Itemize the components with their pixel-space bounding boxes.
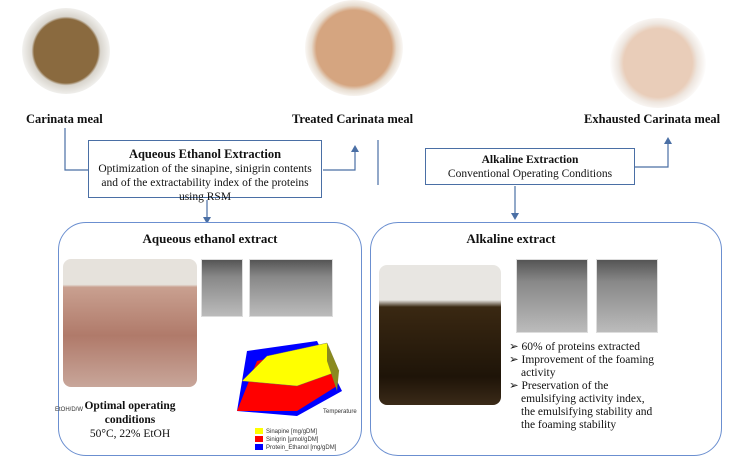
panel-title: Aqueous ethanol extract bbox=[142, 231, 278, 246]
response-surface-plot bbox=[237, 341, 342, 416]
process-desc: Conventional Operating Conditions bbox=[447, 168, 613, 180]
alkaline-results-list: 60% of proteins extracted Improvement of… bbox=[509, 341, 659, 432]
alkaline-extract-beaker-photo bbox=[379, 265, 501, 405]
gel-image bbox=[596, 259, 658, 333]
gel-image bbox=[201, 259, 243, 317]
surface-side bbox=[327, 343, 339, 391]
ethanol-extract-beaker-photo bbox=[63, 259, 197, 387]
process-title: Aqueous Ethanol Extraction bbox=[128, 147, 282, 161]
exhausted-carinata-meal-photo bbox=[610, 18, 706, 108]
gel-image bbox=[249, 259, 333, 317]
sample-label: Treated Carinata meal bbox=[292, 112, 414, 126]
aqueous-ethanol-extraction-box: Aqueous Ethanol Extraction Optimization … bbox=[88, 140, 322, 203]
legend-swatch bbox=[255, 436, 263, 443]
process-title: Alkaline Extraction bbox=[481, 154, 579, 166]
alkaline-extract-panel: Alkaline extract 60% of proteins extract… bbox=[370, 222, 722, 456]
legend-item: Sinapine [mg/gDM] bbox=[266, 429, 318, 435]
list-item: Preservation of the emulsifying activity… bbox=[509, 380, 659, 432]
conditions-value: 50°C, 22% EtOH bbox=[89, 428, 171, 440]
x-axis-label: EtOH/D/W bbox=[55, 407, 83, 413]
legend-swatch bbox=[255, 428, 263, 435]
aqueous-ethanol-extract-panel: Aqueous ethanol extract EtOH/D/W Tempera… bbox=[55, 222, 362, 456]
panel-title: Alkaline extract bbox=[466, 231, 556, 246]
alkaline-extraction-box: Alkaline Extraction Conventional Operati… bbox=[425, 148, 635, 185]
list-item: 60% of proteins extracted bbox=[509, 341, 659, 354]
treated-carinata-meal-photo bbox=[305, 0, 403, 96]
sample-label: Exhausted Carinata meal bbox=[584, 112, 721, 126]
gel-image bbox=[516, 259, 588, 333]
sample-label: Carinata meal bbox=[26, 112, 103, 126]
plot-legend: Sinapine [mg/gDM] Sinigrin [µmol/gDM] Pr… bbox=[255, 428, 336, 452]
legend-item: Sinigrin [µmol/gDM] bbox=[266, 437, 319, 443]
list-item: Improvement of the foaming activity bbox=[509, 354, 659, 380]
y-axis-label: Temperature bbox=[323, 409, 357, 415]
process-desc: Optimization of the sinapine, sinigrin c… bbox=[98, 163, 312, 203]
conditions-title: Optimal operating conditions bbox=[84, 400, 176, 426]
carinata-meal-photo bbox=[22, 8, 110, 94]
legend-swatch bbox=[255, 444, 263, 451]
legend-item: Protein_Ethanol [mg/gDM] bbox=[266, 445, 337, 451]
